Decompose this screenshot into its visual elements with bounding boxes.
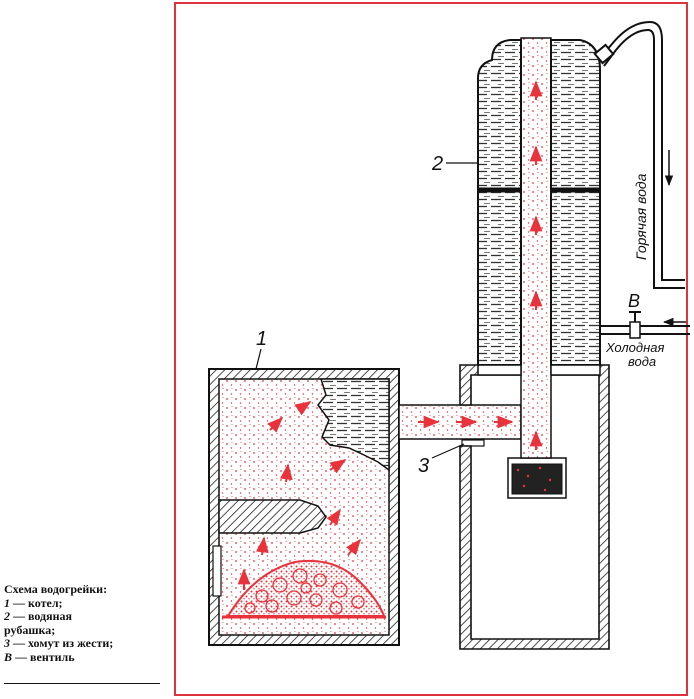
caption-item: 2 — водяная — [4, 609, 73, 623]
caption-item: 1 — котел; — [4, 595, 63, 610]
water-jacket — [477, 39, 601, 376]
chimney-pipe — [520, 37, 552, 459]
arrow-icon — [237, 401, 361, 590]
caption-rule — [4, 683, 160, 684]
caption-title: Схема водогрейки: — [4, 582, 108, 596]
label-cold-water-2: вода — [628, 354, 656, 369]
label-jacket: 2 — [431, 153, 443, 175]
caption-item: рубашка; — [4, 622, 56, 637]
caption-item: 3 — хомут из жести; — [4, 636, 114, 650]
valve-icon — [629, 311, 641, 339]
label-hot-water: Горячая вода — [633, 173, 649, 260]
hot-water-pipe — [593, 20, 685, 289]
cold-water-pipe — [600, 325, 690, 335]
label-clamp: 3 — [418, 455, 429, 477]
caption-item: В — вентиль — [4, 649, 75, 664]
label-cold-water-1: Холодная — [605, 340, 664, 355]
boiler — [208, 368, 400, 646]
clamp — [461, 439, 485, 447]
diagram-frame — [174, 2, 688, 696]
flue-pipe — [398, 404, 522, 447]
label-boiler: 1 — [256, 328, 267, 350]
lower-tank — [459, 364, 610, 650]
label-valve: В — [628, 291, 640, 311]
figure-caption: Схема водогрейки: 1 — котел; 2 — водяная… — [4, 582, 164, 664]
